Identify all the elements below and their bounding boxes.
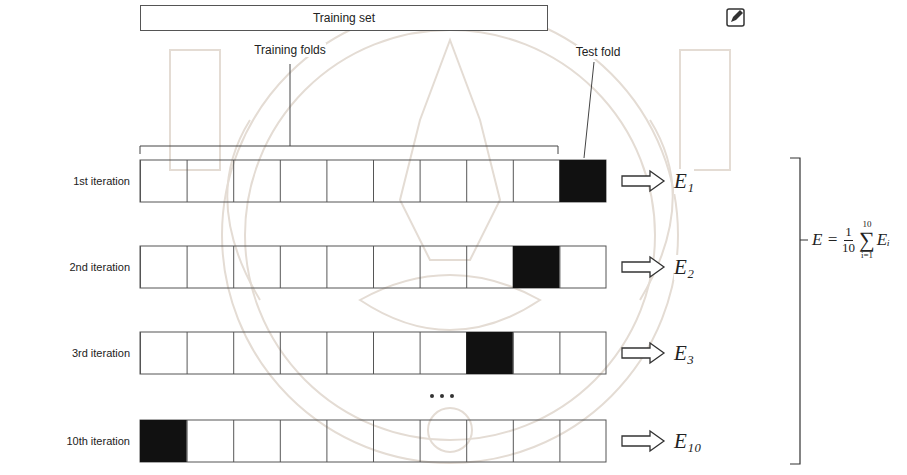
ellipsis-dots — [430, 394, 454, 398]
sum-lower-limit: i=1 — [861, 251, 873, 260]
set-bar: Training set — [140, 5, 548, 31]
error-term: E₂ — [674, 255, 694, 280]
error-term: E₁₀ — [674, 429, 701, 454]
sum-upper-limit: 10 — [862, 220, 871, 229]
hollow-arrow — [622, 171, 664, 451]
formula-lhs: E = — [812, 230, 838, 250]
edit-icon — [727, 9, 744, 26]
watermark-seal — [170, 7, 730, 463]
summand: Eᵢ — [877, 230, 890, 250]
fold-row — [140, 420, 606, 462]
fold-row — [140, 332, 606, 374]
brace-label: Training folds — [254, 43, 326, 57]
error-term: E₁ — [674, 169, 694, 194]
sum-sign: ∑ — [859, 229, 875, 251]
row-label: 1st iteration — [73, 175, 130, 187]
fold-row — [140, 246, 606, 288]
row-label: 2nd iteration — [69, 261, 130, 273]
fold-row — [140, 160, 606, 202]
error-term: E₃ — [674, 341, 694, 366]
sum-operator: 10∑i=1 — [859, 220, 875, 260]
bar-title: Training set — [313, 11, 375, 25]
fraction-numerator: 1 — [844, 225, 853, 240]
pointer-label: Test fold — [576, 45, 621, 59]
average-formula: E =11010∑i=1Eᵢ — [812, 220, 890, 260]
sum-bracket — [790, 158, 808, 464]
row-label: 10th iteration — [66, 435, 130, 447]
fraction: 110 — [842, 225, 855, 255]
fraction-denominator: 10 — [842, 241, 855, 255]
training-folds-brace — [140, 64, 558, 154]
row-label: 3rd iteration — [72, 347, 130, 359]
test-fold-leader — [584, 62, 594, 158]
